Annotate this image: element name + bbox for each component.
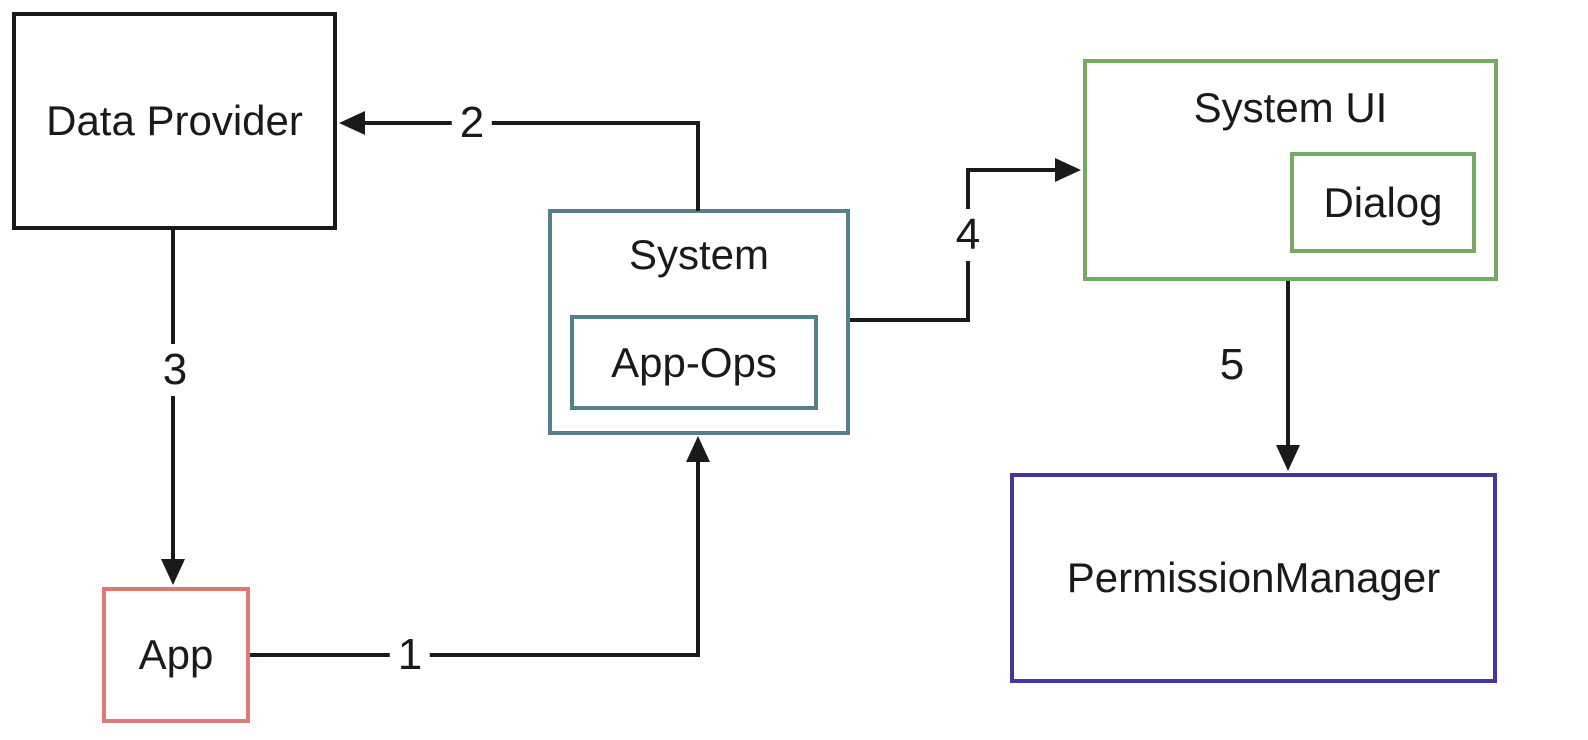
edge-4-label: 4	[947, 209, 989, 261]
edge-3-arrowhead-icon	[161, 559, 185, 585]
edge-5-label: 5	[1211, 339, 1253, 391]
node-data-provider-label: Data Provider	[46, 97, 303, 144]
node-system: System App-Ops	[548, 209, 850, 435]
node-app-ops: App-Ops	[570, 315, 818, 410]
edge-4-line-horizontal-upper	[968, 168, 1057, 172]
edge-5-arrowhead-icon	[1276, 445, 1300, 471]
edge-4-arrowhead-icon	[1055, 158, 1081, 182]
edge-1-label: 1	[389, 629, 431, 681]
edge-2-line-horizontal	[360, 121, 700, 125]
edge-3-label: 3	[154, 344, 196, 396]
node-permission-manager: PermissionManager	[1010, 473, 1497, 683]
edge-4-line-horizontal-lower	[850, 318, 970, 322]
node-app-label: App	[138, 631, 214, 678]
edge-5-line-vertical	[1286, 281, 1290, 447]
edge-1-line-vertical	[696, 458, 700, 657]
edge-1-line-horizontal	[250, 653, 700, 657]
edge-2-label: 2	[451, 97, 493, 149]
node-dialog: Dialog	[1290, 152, 1476, 253]
node-permission-manager-label: PermissionManager	[1066, 554, 1441, 601]
edge-1-arrowhead-icon	[686, 436, 710, 462]
node-data-provider: Data Provider	[12, 12, 337, 230]
node-system-ui-label: System UI	[1193, 84, 1388, 131]
node-app-ops-label: App-Ops	[611, 338, 777, 386]
edge-2-arrowhead-icon	[339, 111, 365, 135]
edge-3-line-vertical	[171, 230, 175, 562]
node-app: App	[102, 587, 250, 723]
edge-2-line-vertical	[696, 123, 700, 211]
node-system-label: System	[628, 231, 770, 278]
node-system-ui: System UI Dialog	[1083, 59, 1498, 281]
node-dialog-label: Dialog	[1323, 178, 1443, 226]
